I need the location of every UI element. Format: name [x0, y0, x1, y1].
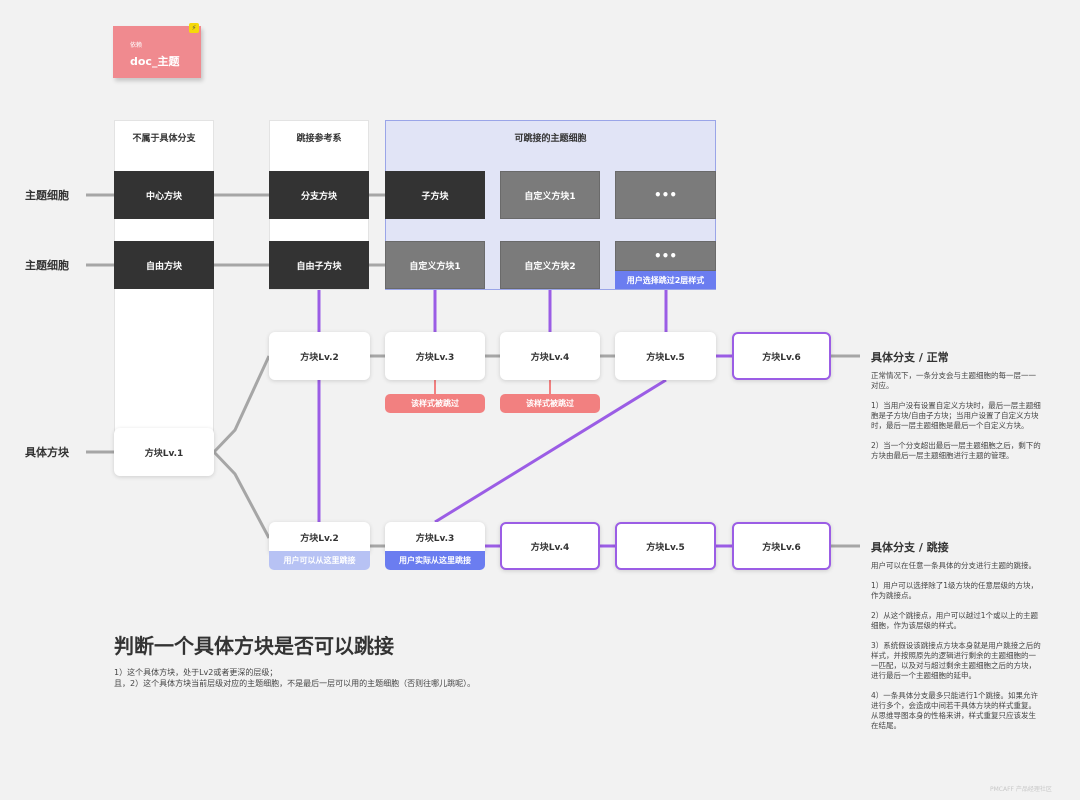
skipped-tag-lv3: 该样式被跳过	[385, 394, 485, 413]
lower-block-lv2[interactable]: 方块Lv.2	[269, 522, 370, 552]
row-label-theme-cell-2: 主题细胞	[25, 259, 69, 272]
custom-block-2-row2[interactable]: 自定义方块2	[500, 241, 600, 289]
side-title-normal: 具体分支 / 正常	[871, 351, 949, 364]
note-tag: 依赖	[130, 42, 143, 49]
lower-block-lv5[interactable]: 方块Lv.5	[615, 522, 716, 570]
upper-block-lv6[interactable]: 方块Lv.6	[732, 332, 831, 380]
side-text-normal: 正常情况下，一条分支会与主题细胞的每一层一一对应。 1）当用户没有设置自定义方块…	[871, 371, 1041, 471]
upper-block-lv3[interactable]: 方块Lv.3	[385, 332, 485, 380]
row-label-concrete-block: 具体方块	[25, 446, 69, 459]
branch-block[interactable]: 分支方块	[269, 171, 369, 219]
upper-block-lv4[interactable]: 方块Lv.4	[500, 332, 600, 380]
more-block-row2[interactable]: •••	[615, 241, 716, 271]
upper-block-lv5[interactable]: 方块Lv.5	[615, 332, 716, 380]
row-label-theme-cell-1: 主题细胞	[25, 189, 69, 202]
side-jump-p5: 4）一条具体分支最多只能进行1个跳接。如果允许进行多个，会造成中间若干具体方块的…	[871, 691, 1039, 730]
block-lv1[interactable]: 方块Lv.1	[114, 428, 214, 476]
side-title-jump: 具体分支 / 跳接	[871, 541, 949, 554]
lightning-icon: ⚡	[189, 23, 199, 33]
side-normal-p1: 正常情况下，一条分支会与主题细胞的每一层一一对应。	[871, 371, 1036, 390]
custom-block-1-row1[interactable]: 自定义方块1	[500, 171, 600, 219]
column-title-not-branch: 不属于具体分支	[132, 134, 196, 144]
actual-jump-here-tag: 用户实际从这里跳接	[385, 551, 485, 570]
lower-block-lv4[interactable]: 方块Lv.4	[500, 522, 600, 570]
side-normal-p3: 2）当一个分支超出最后一层主题细胞之后，剩下的方块由最后一层主题细胞进行主题的管…	[871, 441, 1041, 460]
free-child-block[interactable]: 自由子方块	[269, 241, 369, 289]
lower-block-lv3[interactable]: 方块Lv.3	[385, 522, 485, 552]
side-jump-p4: 3）系统假设该跳接点方块本身就是用户跳接之后的样式，并按照原先的逻辑进行剩余的主…	[871, 641, 1041, 680]
custom-block-1-row2[interactable]: 自定义方块1	[385, 241, 485, 289]
side-jump-p2: 1）用户可以选择除了1级方块的任意层级的方块，作为跳接点。	[871, 581, 1039, 600]
can-jump-here-tag: 用户可以从这里跳接	[269, 551, 370, 570]
column-title-reference: 跳接参考系	[296, 134, 342, 144]
center-block[interactable]: 中心方块	[114, 171, 214, 219]
dependency-note[interactable]: 依赖 doc_主题 ⚡	[113, 23, 201, 78]
skip-two-layers-tag: 用户选择跳过2层样式	[615, 271, 716, 289]
main-desc-line-2: 且，2）这个具体方块当前层级对应的主题细胞，不是最后一层可以用的主题细胞（否则往…	[114, 679, 476, 688]
child-block[interactable]: 子方块	[385, 171, 485, 219]
side-jump-p3: 2）从这个跳接点，用户可以越过1个或以上的主题细胞，作为该层级的样式。	[871, 611, 1039, 630]
note-title: doc_主题	[130, 55, 180, 68]
lower-block-lv6[interactable]: 方块Lv.6	[732, 522, 831, 570]
watermark: PMCAFF 产品经理社区	[990, 786, 1052, 793]
side-text-jump: 用户可以在任意一条具体的分支进行主题的跳接。 1）用户可以选择除了1级方块的任意…	[871, 561, 1041, 741]
skipped-tag-lv4: 该样式被跳过	[500, 394, 600, 413]
side-normal-p2: 1）当用户没有设置自定义方块时，最后一层主题细胞是子方块/自由子方块；当用户设置…	[871, 401, 1041, 430]
more-block-row1[interactable]: •••	[615, 171, 716, 219]
main-desc-line-1: 1）这个具体方块，处于Lv2或者更深的层级；	[114, 668, 278, 677]
column-title-jumpable: 可跳接的主题细胞	[514, 134, 587, 144]
upper-block-lv2[interactable]: 方块Lv.2	[269, 332, 370, 380]
main-title: 判断一个具体方块是否可以跳接	[114, 634, 394, 658]
main-description: 1）这个具体方块，处于Lv2或者更深的层级； 且，2）这个具体方块当前层级对应的…	[114, 667, 734, 689]
free-block[interactable]: 自由方块	[114, 241, 214, 289]
side-jump-p1: 用户可以在任意一条具体的分支进行主题的跳接。	[871, 561, 1036, 570]
